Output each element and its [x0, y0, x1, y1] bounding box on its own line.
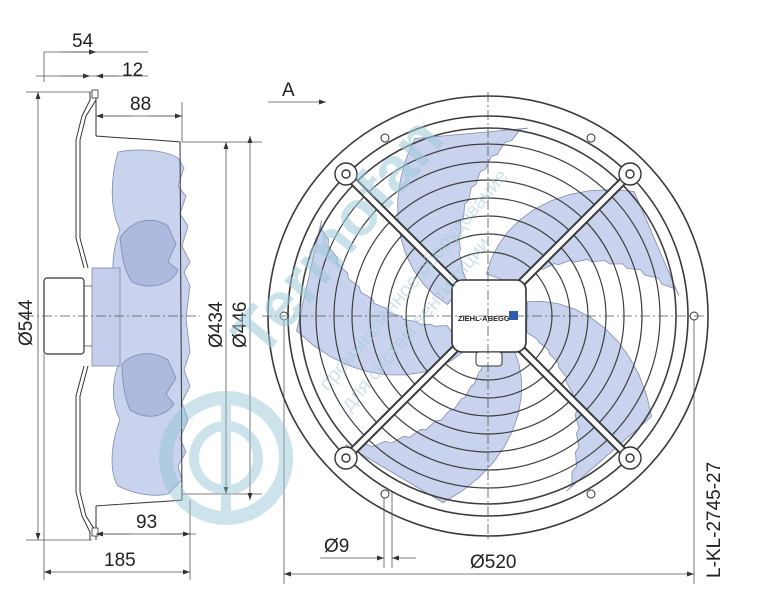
dim-offset: 12 — [122, 60, 143, 81]
fan-blade — [296, 220, 466, 376]
fan-blade — [345, 348, 522, 504]
cable-gland — [475, 351, 503, 367]
dim-lower-width: 93 — [136, 512, 157, 533]
dimensions: 54 12 88 Ø544 Ø434 Ø446 93 185 — [16, 31, 695, 584]
side-blade-inner-2 — [121, 353, 177, 417]
dim-total-width: 185 — [104, 550, 136, 571]
front-view: ZIEHL-ABEGG L-KL-2745-27 — [262, 92, 725, 578]
dim-ring-diameter: Ø446 — [230, 302, 251, 348]
strut-mounts — [334, 162, 642, 470]
side-blade-silhouette — [111, 149, 191, 496]
side-blade-inner — [119, 219, 179, 287]
side-hub — [91, 267, 121, 367]
dim-bolt-circle: Ø520 — [470, 552, 516, 573]
brand-logo-icon — [509, 311, 518, 320]
dim-top-width: 54 — [72, 31, 94, 52]
view-label: A — [282, 80, 295, 101]
watermark-logo-icon — [159, 391, 293, 525]
dim-hole-diameter: Ø9 — [324, 536, 349, 557]
dim-outer-diameter: Ø544 — [16, 299, 37, 346]
dim-inner-diameter: Ø434 — [206, 301, 227, 348]
dim-depth: 88 — [130, 94, 151, 115]
brand-label: ZIEHL-ABEGG — [458, 314, 510, 323]
model-code: L-KL-2745-27 — [704, 462, 725, 578]
